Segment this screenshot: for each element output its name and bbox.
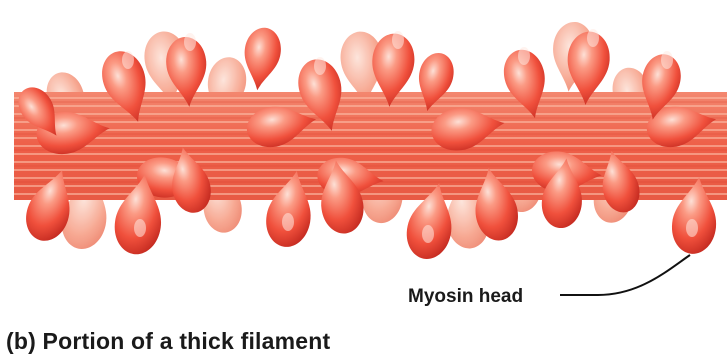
myosin-head-label: Myosin head	[408, 286, 523, 308]
figure-caption: (b) Portion of a thick filament	[6, 328, 330, 355]
myosin-head-leader-line	[560, 255, 690, 295]
